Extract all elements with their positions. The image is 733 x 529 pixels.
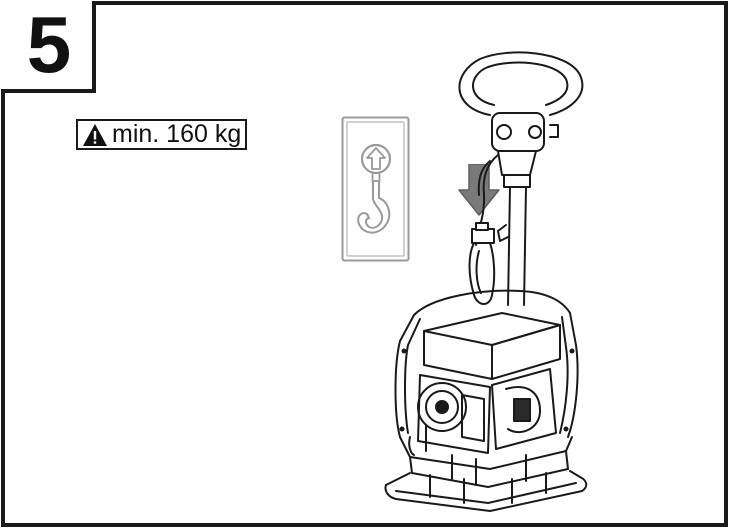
plate-compactor-illustration bbox=[384, 51, 588, 512]
step-number: 5 bbox=[26, 0, 72, 89]
warning-triangle-icon bbox=[83, 123, 107, 146]
lifting-hook-icon bbox=[341, 116, 410, 262]
minimum-capacity-text: min. 160 kg bbox=[112, 120, 242, 148]
step-number-box: 5 bbox=[1, 1, 96, 93]
minimum-capacity-label: min. 160 kg bbox=[76, 119, 248, 150]
